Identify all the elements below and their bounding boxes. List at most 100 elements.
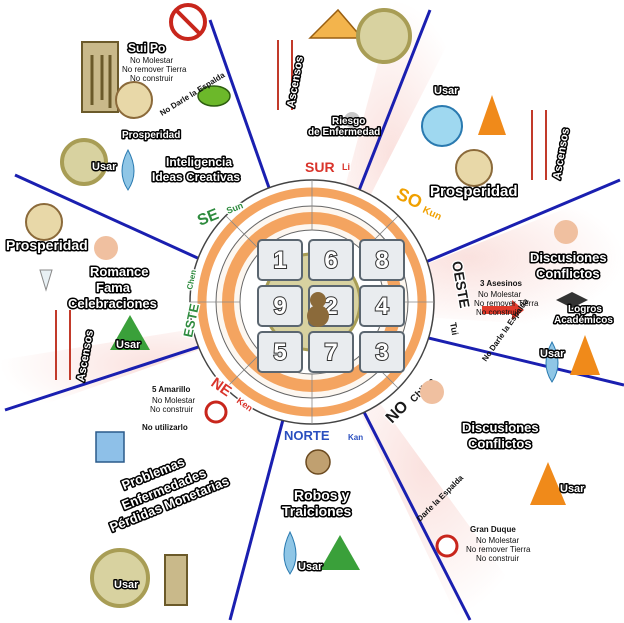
direction-norte: NORTE — [284, 428, 330, 443]
label-usar-top-right: Usar — [434, 85, 459, 97]
no-digging-sign-icon — [169, 3, 207, 41]
label-enfermedad: de Enfermedad — [308, 127, 380, 138]
money-bag-icon — [115, 81, 153, 119]
gear-icon — [60, 138, 108, 186]
money-bag-icon — [455, 149, 493, 187]
label-usar-left: Usar — [116, 339, 141, 351]
direction-so: SO — [393, 183, 425, 212]
campfire-icon — [530, 462, 566, 505]
grid-number-9: 3 — [375, 339, 388, 366]
arguing-couple-icon — [554, 220, 578, 244]
water-drop-icon — [121, 148, 135, 191]
grid-number-3: 8 — [375, 247, 388, 274]
grid-tile-1 — [257, 239, 303, 281]
grid-number-7: 5 — [273, 339, 286, 366]
label-prosperidad-right: Prosperidad — [430, 183, 518, 200]
label-ascensos: Ascensos — [551, 127, 572, 180]
label-tres-asesinos: 3 Asesinos — [480, 279, 522, 288]
label-gran-duque-note-2: No remover Tierra — [466, 545, 531, 554]
tree-icon — [320, 535, 360, 570]
grid-tile-2 — [308, 239, 354, 281]
forbidden-icon — [204, 400, 228, 424]
label-discusiones-1: Discusiones — [530, 250, 607, 265]
grid-tile-9 — [359, 331, 405, 373]
label-robos: Robos y — [294, 487, 349, 503]
grid-number-1: 1 — [273, 247, 286, 274]
text-labels: Sui Po No Molestar No remover Tierra No … — [5, 40, 615, 593]
grid-number-2: 6 — [324, 247, 337, 274]
fishbowl-icon — [421, 105, 463, 147]
couple-icon — [94, 236, 118, 260]
label-prosperidad-small: Prosperidad — [122, 130, 180, 141]
campfire-icon — [570, 335, 600, 375]
label-logros: Logros — [568, 304, 602, 315]
forbidden-icon — [435, 534, 459, 558]
grid-number-6: 4 — [375, 293, 389, 320]
ladder-icon — [531, 110, 547, 180]
sick-person-icon — [95, 431, 125, 463]
water-drop-icon — [545, 340, 559, 383]
label-discusiones-2: Discusiones — [462, 420, 539, 435]
gourd-icon — [307, 292, 329, 327]
label-cinco-note-2: No construir — [150, 405, 193, 414]
grid-tile-3 — [359, 239, 405, 281]
money-bag-icon — [25, 203, 63, 241]
label-inteligencia: Inteligencia — [166, 155, 232, 169]
label-celebraciones: Celebraciones — [68, 296, 157, 311]
campfire-icon — [478, 95, 506, 135]
label-tres-asesinos-note-3: No construir — [476, 308, 519, 317]
label-cinco-amarillo: 5 Amarillo — [152, 385, 190, 394]
grid-tile-6 — [359, 285, 405, 327]
label-tres-asesinos-note-2: No remover Tierra — [474, 299, 539, 308]
direction-so-sub: Kun — [421, 205, 443, 223]
label-sui-po: Sui Po — [128, 41, 165, 55]
wind-chime-icon — [81, 41, 119, 113]
grid-number-8: 7 — [324, 339, 337, 366]
thief-icon — [305, 449, 331, 475]
label-gran-duque-note-1: No Molestar — [476, 536, 519, 545]
decor-icons — [25, 3, 600, 608]
label-traiciones: Traiciones — [282, 503, 351, 519]
label-riesgo: Riesgo — [332, 116, 365, 127]
label-ascensos: Ascensos — [285, 55, 306, 108]
direction-sur-sub: Li — [342, 162, 350, 172]
label-usar-bottom: Usar — [298, 561, 323, 573]
label-no-utilizarlo: No utilizarlo — [142, 423, 188, 432]
label-prosperidad-left: Prosperidad — [6, 237, 88, 253]
label-usar-right: Usar — [540, 348, 565, 360]
gear-top-icon — [356, 8, 412, 64]
mountain-icon — [308, 8, 364, 39]
clock-tower-icon — [164, 554, 188, 606]
arguing-couple-icon — [420, 380, 444, 404]
arrow-icon — [482, 300, 524, 320]
label-romance: Romance — [90, 264, 149, 279]
champagne-glasses-icon — [39, 269, 53, 292]
label-sui-po-note-1: No Molestar — [130, 56, 173, 65]
grid-tile-7 — [257, 331, 303, 373]
ladder-icon — [277, 40, 293, 110]
meditation-figure-icon — [344, 112, 360, 128]
label-ideas: Ideas Creativas — [152, 170, 240, 184]
water-drop-icon — [283, 530, 297, 575]
label-gran-duque: Gran Duque — [470, 525, 516, 534]
graduation-cap-icon — [556, 292, 588, 308]
gear-icon — [90, 548, 150, 608]
direction-oeste-sub: Tui — [448, 322, 460, 336]
label-conflictos-1: Conflictos — [536, 266, 600, 281]
label-conflictos-2: Conflictos — [468, 436, 532, 451]
label-gran-duque-note-3: No construir — [476, 554, 519, 563]
label-sui-po-note-3: No construir — [130, 74, 173, 83]
direction-sur: SUR — [305, 159, 335, 175]
label-academicos: Académicos — [554, 315, 613, 326]
direction-norte-sub: Kan — [348, 433, 363, 442]
label-tres-asesinos-note-1: No Molestar — [478, 290, 521, 299]
label-sui-po-note-2: No remover Tierra — [122, 65, 187, 74]
ladder-icon — [55, 310, 71, 380]
label-fama: Fama — [96, 280, 131, 295]
frog-icon — [197, 85, 231, 107]
label-usar-bottom-left: Usar — [114, 579, 139, 591]
label-cinco-note-1: No Molestar — [152, 396, 195, 405]
label-usar-top-left: Usar — [92, 161, 117, 173]
grid-number-4: 9 — [273, 293, 286, 320]
